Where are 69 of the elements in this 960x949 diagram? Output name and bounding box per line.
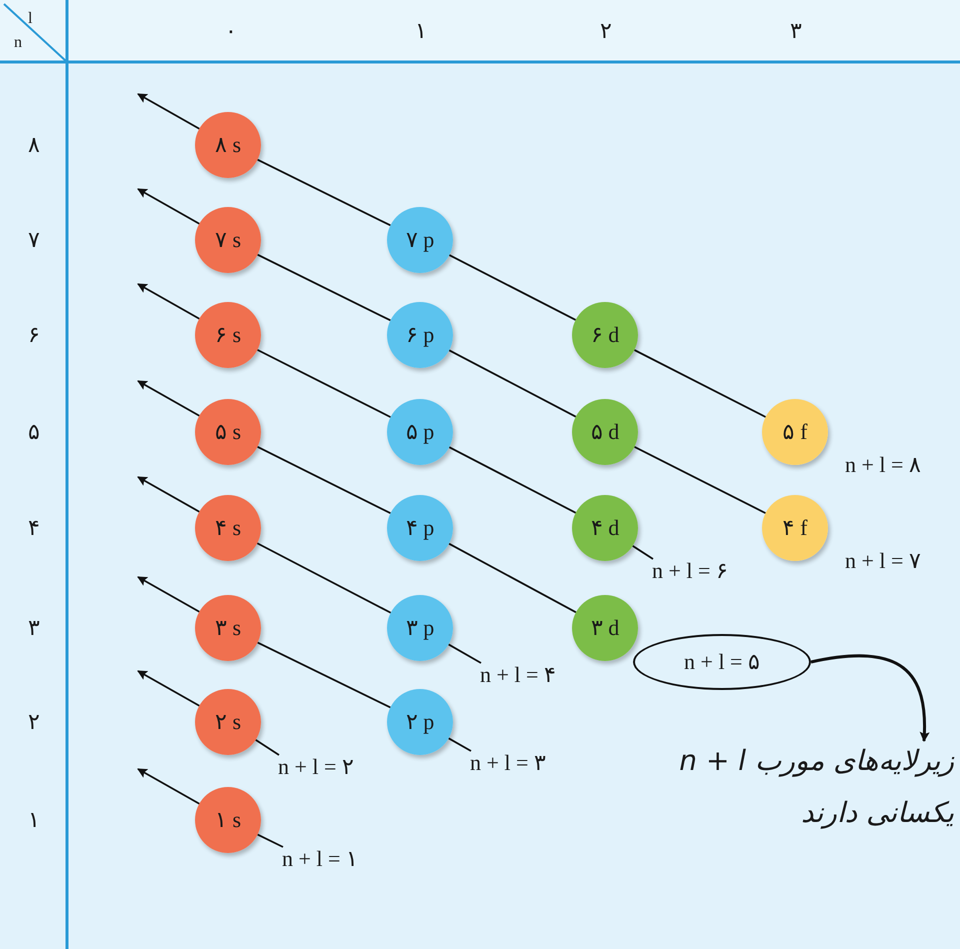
handwritten-note: زیرلایه‌های مورب n + l یکسانی دارند: [678, 743, 954, 831]
column-header: ۰: [225, 18, 237, 44]
circled-label: n + l = ۵: [633, 634, 811, 690]
row-header: ۱: [28, 807, 40, 833]
sum-label: n + l = ۲: [278, 754, 354, 780]
orbital-circle: ۸ s: [195, 112, 261, 178]
diagonal-line: [448, 446, 576, 514]
diagonal-line: [257, 446, 391, 514]
sum-label: n + l = ۷: [845, 548, 921, 574]
arrow: [137, 768, 200, 805]
diagonal-line: [256, 542, 392, 614]
orbital-circle: ۴ p: [387, 495, 453, 561]
diagonal-line: [257, 349, 391, 418]
diagonal-line: [448, 644, 482, 664]
arrow: [137, 380, 200, 417]
orbital-circle: ۳ s: [195, 595, 261, 661]
orbital-circle: ۳ p: [387, 595, 453, 661]
column-header: ۱: [415, 18, 427, 44]
diagonal-line: [257, 642, 391, 708]
row-header: ۵: [28, 419, 40, 445]
orbital-circle: ۲ p: [387, 689, 453, 755]
orbital-circle: ۴ d: [572, 495, 638, 561]
column-header: ۳: [790, 18, 802, 44]
row-header: ۲: [28, 709, 40, 735]
sum-label: n + l = ۸: [845, 452, 921, 478]
column-header: ۲: [600, 18, 612, 44]
arrow: [137, 283, 200, 320]
orbital-circle: ۶ s: [195, 302, 261, 368]
sum-label: n + l = ۶: [652, 558, 728, 584]
diagonal-line: [257, 834, 284, 848]
orbital-circle: ۵ f: [762, 399, 828, 465]
arrow: [137, 670, 200, 707]
row-header: ۸: [28, 132, 40, 158]
diagonal-line: [257, 254, 391, 322]
diagonal-line: [448, 350, 576, 418]
orbital-circle: ۵ d: [572, 399, 638, 465]
diagonal-line: [255, 739, 280, 756]
row-header: ۴: [28, 515, 40, 541]
orbital-circle: ۴ f: [762, 495, 828, 561]
axis-label: n: [14, 33, 22, 53]
row-header: ۷: [28, 227, 40, 253]
arrow: [137, 476, 200, 513]
arrow: [137, 188, 200, 225]
arrow: [810, 654, 930, 742]
sum-label: n + l = ۳: [470, 750, 546, 776]
diagonal-line: [634, 349, 766, 418]
diagonal-line: [448, 738, 472, 752]
orbital-circle: ۷ s: [195, 207, 261, 273]
orbital-circle: ۱ s: [195, 787, 261, 853]
diagonal-line: [632, 545, 654, 560]
orbital-circle: ۷ p: [387, 207, 453, 273]
diagonal-line: [257, 158, 391, 226]
diagonal-line: [448, 542, 576, 614]
orbital-circle: ۶ p: [387, 302, 453, 368]
orbital-circle: ۵ p: [387, 399, 453, 465]
orbital-circle: ۴ s: [195, 495, 261, 561]
diagonal-line: [448, 254, 576, 321]
orbital-circle: ۳ d: [572, 595, 638, 661]
orbital-circle: ۵ s: [195, 399, 261, 465]
orbital-circle: ۶ d: [572, 302, 638, 368]
diagonal-line: [634, 446, 766, 514]
arrow: [137, 576, 200, 613]
row-header: ۶: [28, 322, 40, 348]
row-header: ۳: [28, 615, 40, 641]
arrow: [137, 93, 200, 130]
axis-label: l: [28, 9, 32, 29]
sum-label: n + l = ۱: [282, 846, 358, 872]
sum-label: n + l = ۴: [480, 662, 556, 688]
orbital-circle: ۲ s: [195, 689, 261, 755]
